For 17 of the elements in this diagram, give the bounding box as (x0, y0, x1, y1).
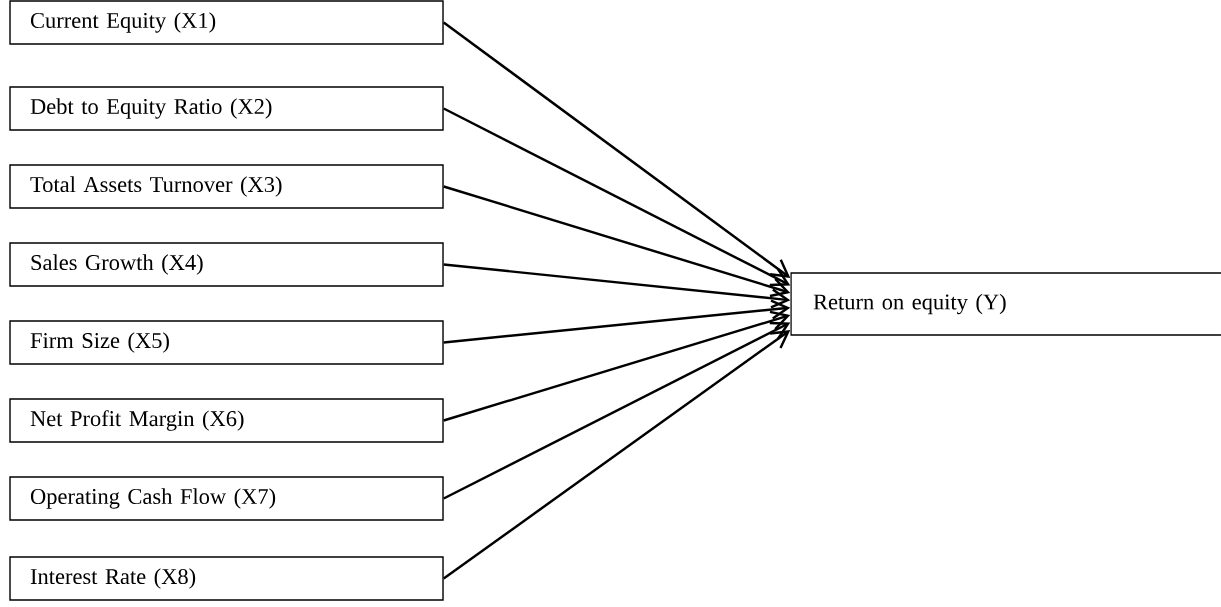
arrow (443, 321, 791, 500)
arrow (443, 185, 791, 298)
variable-box: Total Assets Turnover (X3) (9, 164, 444, 209)
arrow (443, 330, 791, 580)
variable-box: Net Profit Margin (X6) (9, 398, 444, 443)
arrow (443, 107, 791, 287)
arrow (443, 21, 791, 278)
arrow (443, 299, 791, 344)
arrow (443, 310, 791, 422)
variable-box: Current Equity (X1) (9, 0, 444, 45)
variable-box: Debt to Equity Ratio (X2) (9, 86, 444, 131)
variable-box: Return on equity (Y) (790, 272, 1221, 336)
variable-box: Firm Size (X5) (9, 320, 444, 365)
arrow (443, 263, 791, 309)
variable-box: Interest Rate (X8) (9, 556, 444, 601)
variable-box: Operating Cash Flow (X7) (9, 476, 444, 521)
variable-box: Sales Growth (X4) (9, 242, 444, 287)
